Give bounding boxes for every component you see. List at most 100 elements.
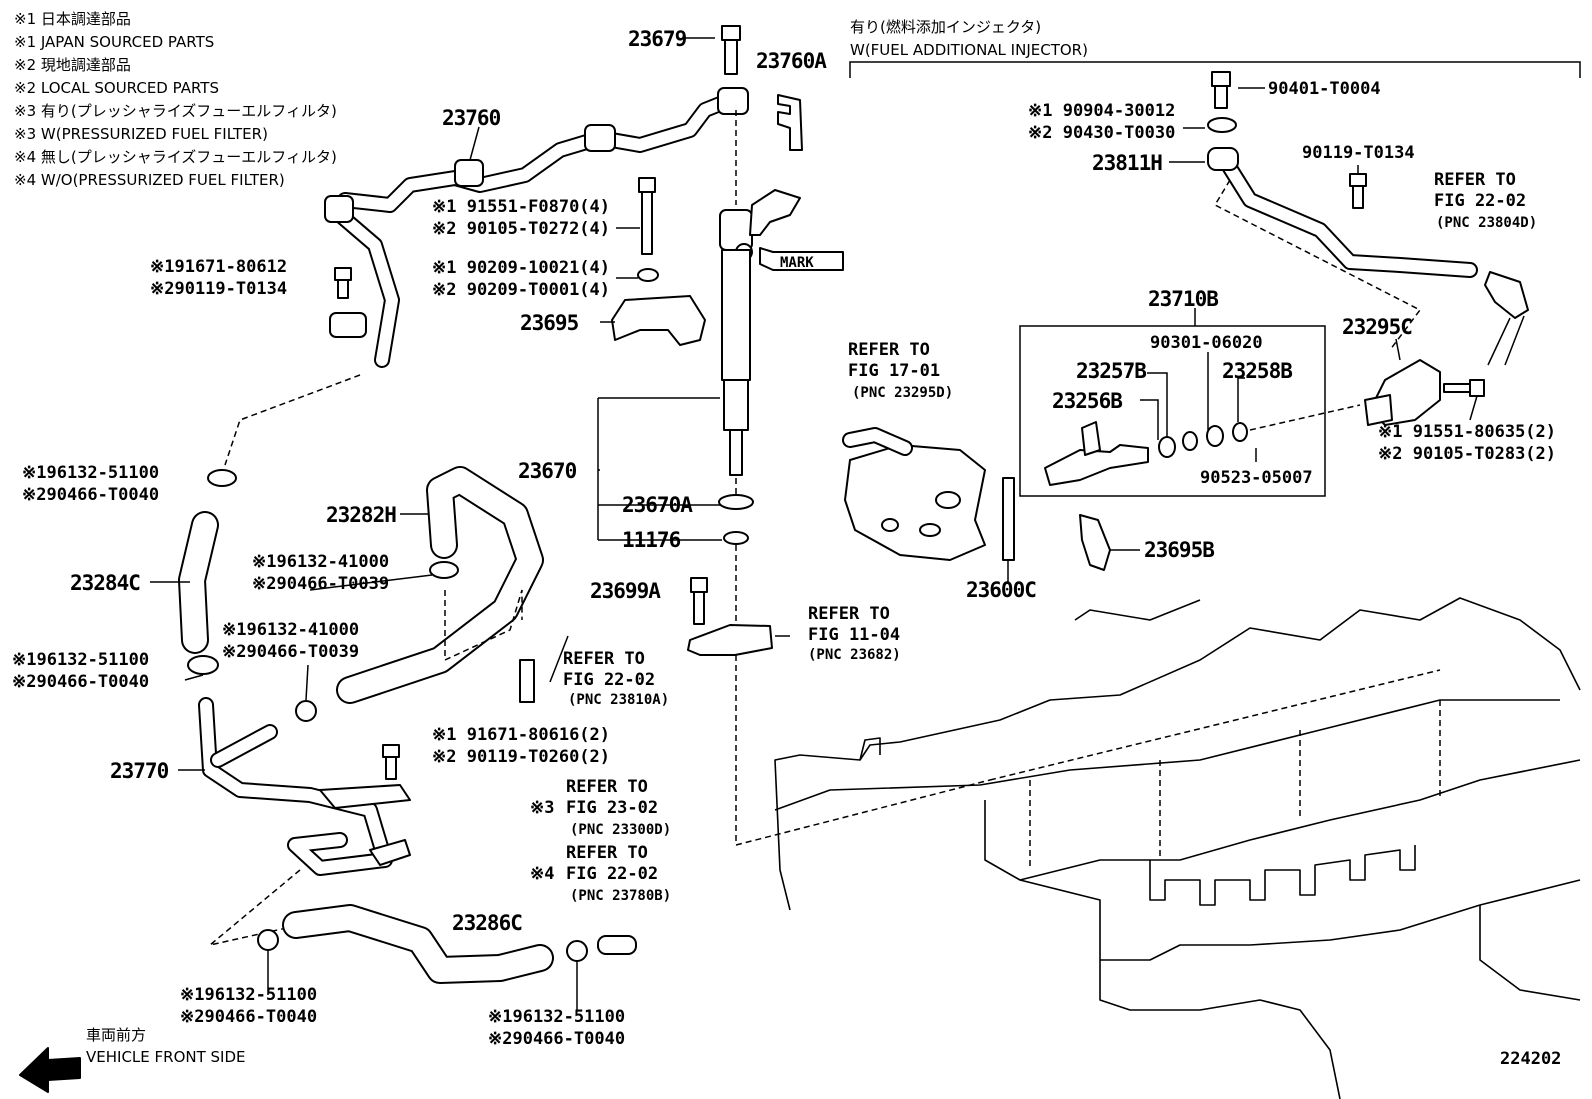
- label-23258B[interactable]: 23258B: [1222, 359, 1293, 383]
- label-90119-T0134[interactable]: 90119-T0134: [1302, 143, 1415, 163]
- hose-23284C: [178, 511, 219, 654]
- ref-pipe-stub: [519, 659, 535, 703]
- label-ref-1701-1[interactable]: REFER TO: [848, 340, 930, 360]
- label-ref-2202b-3[interactable]: (PNC 23780B): [570, 888, 671, 904]
- bolt-90119-T0134: [1349, 173, 1367, 209]
- label-23600C[interactable]: 23600C: [966, 578, 1037, 602]
- header-jp: 有り(燃料添加インジェクタ): [850, 18, 1041, 36]
- label-clamp-96132-51100-d[interactable]: ※196132-51100: [488, 1007, 625, 1027]
- label-clamp-90466-T0039-b[interactable]: ※290466-T0039: [222, 642, 359, 662]
- o-ring-90301: [1182, 431, 1198, 451]
- label-ref-2202a-1[interactable]: REFER TO: [563, 649, 645, 669]
- label-bolt-91551-80635[interactable]: ※1 91551-80635(2): [1378, 422, 1556, 442]
- fuel-additional-injector-header: 有り(燃料添加インジェクタ) W(FUEL ADDITIONAL INJECTO…: [849, 18, 1581, 78]
- hose-23286C: [282, 904, 554, 984]
- label-clamp-90466-T0039-a[interactable]: ※290466-T0039: [252, 574, 389, 594]
- label-23284C[interactable]: 23284C: [70, 571, 141, 595]
- gasket-11176: [723, 531, 749, 545]
- washer-90209: [637, 268, 659, 282]
- label-ref-1104-2[interactable]: FIG 11-04: [808, 625, 900, 645]
- pipe-end-fitting: [1484, 271, 1529, 319]
- injector-clamp-base: [687, 624, 773, 656]
- label-ref-1104-1[interactable]: REFER TO: [808, 604, 890, 624]
- note-2-en: ※2 LOCAL SOURCED PARTS: [14, 79, 219, 97]
- label-ref-2202b-2[interactable]: FIG 22-02: [566, 864, 658, 884]
- bolt-23699A: [690, 577, 708, 625]
- label-11176[interactable]: 11176: [622, 528, 682, 552]
- label-23670[interactable]: 23670: [518, 459, 578, 483]
- label-23760[interactable]: 23760: [442, 106, 502, 130]
- label-bolt-90105-T0272[interactable]: ※2 90105-T0272(4): [432, 219, 610, 239]
- hose-clamp-5: [257, 929, 279, 951]
- label-23760A[interactable]: 23760A: [756, 49, 828, 73]
- figure-number: 224202: [1500, 1049, 1561, 1069]
- label-clamp-96132-51100-a[interactable]: ※196132-51100: [22, 463, 159, 483]
- label-23679[interactable]: 23679: [628, 27, 688, 51]
- label-washer-90430-T0030[interactable]: ※2 90430-T0030: [1028, 123, 1175, 143]
- bolt-91551-80635: [1443, 379, 1485, 397]
- hose-clamp-3: [429, 561, 459, 579]
- injector-holder-23295C: [1364, 359, 1441, 426]
- ring-90523: [1232, 422, 1248, 442]
- label-90301-06020[interactable]: 90301-06020: [1150, 333, 1263, 353]
- note-4-jp: ※4 無し(プレッシャライズフューエルフィルタ): [14, 148, 337, 166]
- note-3-en: ※3 W(PRESSURIZED FUEL FILTER): [14, 125, 268, 143]
- note-1-en: ※1 JAPAN SOURCED PARTS: [14, 33, 214, 51]
- label-bolt-90119-T0134[interactable]: ※290119-T0134: [150, 279, 287, 299]
- gasket-23600C: [1002, 477, 1015, 561]
- hose-clamp-6: [566, 940, 588, 962]
- label-23256B[interactable]: 23256B: [1052, 389, 1123, 413]
- label-23282H[interactable]: 23282H: [326, 503, 397, 527]
- label-ref-2302-1[interactable]: REFER TO: [566, 777, 648, 797]
- label-ref-2202c-1[interactable]: REFER TO: [1434, 170, 1516, 190]
- label-ref-2202c-3[interactable]: (PNC 23804D): [1436, 215, 1537, 231]
- label-ref-1701-2[interactable]: FIG 17-01: [848, 361, 940, 381]
- label-ref-2302-2[interactable]: FIG 23-02: [566, 798, 658, 818]
- bolt-90401-T0004: [1211, 71, 1231, 109]
- label-ref-2202b-1[interactable]: REFER TO: [566, 843, 648, 863]
- o-ring-23257B: [1158, 436, 1176, 458]
- label-23257B[interactable]: 23257B: [1076, 359, 1147, 383]
- bolt-23679: [721, 25, 741, 75]
- label-23710B[interactable]: 23710B: [1148, 287, 1219, 311]
- label-ref-1701-3[interactable]: (PNC 23295D): [852, 385, 953, 401]
- note-2-jp: ※2 現地調達部品: [14, 56, 131, 74]
- label-23699A[interactable]: 23699A: [590, 579, 662, 603]
- label-mark: MARK: [780, 255, 814, 271]
- label-bolt-90119-T0260[interactable]: ※2 90119-T0260(2): [432, 747, 610, 767]
- bolt-91671-80616: [382, 744, 400, 780]
- label-23770[interactable]: 23770: [110, 759, 170, 783]
- label-clamp-90466-T0040-a[interactable]: ※290466-T0040: [22, 485, 159, 505]
- label-23286C[interactable]: 23286C: [452, 911, 523, 935]
- label-washer-90209-T0001[interactable]: ※2 90209-T0001(4): [432, 280, 610, 300]
- label-ref-1104-3[interactable]: (PNC 23682): [808, 647, 901, 663]
- label-clamp-90466-T0040-d[interactable]: ※290466-T0040: [488, 1029, 625, 1049]
- fuel-pipe-23811H: [1207, 147, 1478, 278]
- part-labels: 23679 23760A 23760 ※1 91551-F0870(4) ※2 …: [12, 27, 1561, 1069]
- label-clamp-96132-41000-a[interactable]: ※196132-41000: [252, 552, 389, 572]
- label-clamp-96132-41000-b[interactable]: ※196132-41000: [222, 620, 359, 640]
- label-ref-2302-3[interactable]: (PNC 23300D): [570, 822, 671, 838]
- label-90523-05007[interactable]: 90523-05007: [1200, 468, 1313, 488]
- label-23695[interactable]: 23695: [520, 311, 580, 335]
- label-23295C[interactable]: 23295C: [1342, 315, 1413, 339]
- label-bolt-91671-80616[interactable]: ※1 91671-80616(2): [432, 725, 610, 745]
- label-clamp-96132-51100-c[interactable]: ※196132-51100: [180, 985, 317, 1005]
- label-clamp-90466-T0040-b[interactable]: ※290466-T0040: [12, 672, 149, 692]
- label-washer-90904-30012[interactable]: ※1 90904-30012: [1028, 101, 1175, 121]
- label-bolt-91551-F0870[interactable]: ※1 91551-F0870(4): [432, 197, 610, 217]
- label-90401-T0004[interactable]: 90401-T0004: [1268, 79, 1381, 99]
- label-clamp-90466-T0040-c[interactable]: ※290466-T0040: [180, 1007, 317, 1027]
- label-ref-2202a-3[interactable]: (PNC 23810A): [568, 692, 669, 708]
- label-23695B[interactable]: 23695B: [1144, 538, 1215, 562]
- label-front-en: VEHICLE FRONT SIDE: [86, 1048, 246, 1066]
- label-washer-90209-10021[interactable]: ※1 90209-10021(4): [432, 258, 610, 278]
- label-bolt-91671-80612[interactable]: ※191671-80612: [150, 257, 287, 277]
- label-23670A[interactable]: 23670A: [622, 493, 694, 517]
- bolt-91551-F0870: [638, 177, 656, 255]
- label-ref-2202c-2[interactable]: FIG 22-02: [1434, 191, 1526, 211]
- label-23811H[interactable]: 23811H: [1092, 151, 1163, 175]
- label-ref-2202a-2[interactable]: FIG 22-02: [563, 670, 655, 690]
- label-bolt-90105-T0283[interactable]: ※2 90105-T0283(2): [1378, 444, 1556, 464]
- label-clamp-96132-51100-b[interactable]: ※196132-51100: [12, 650, 149, 670]
